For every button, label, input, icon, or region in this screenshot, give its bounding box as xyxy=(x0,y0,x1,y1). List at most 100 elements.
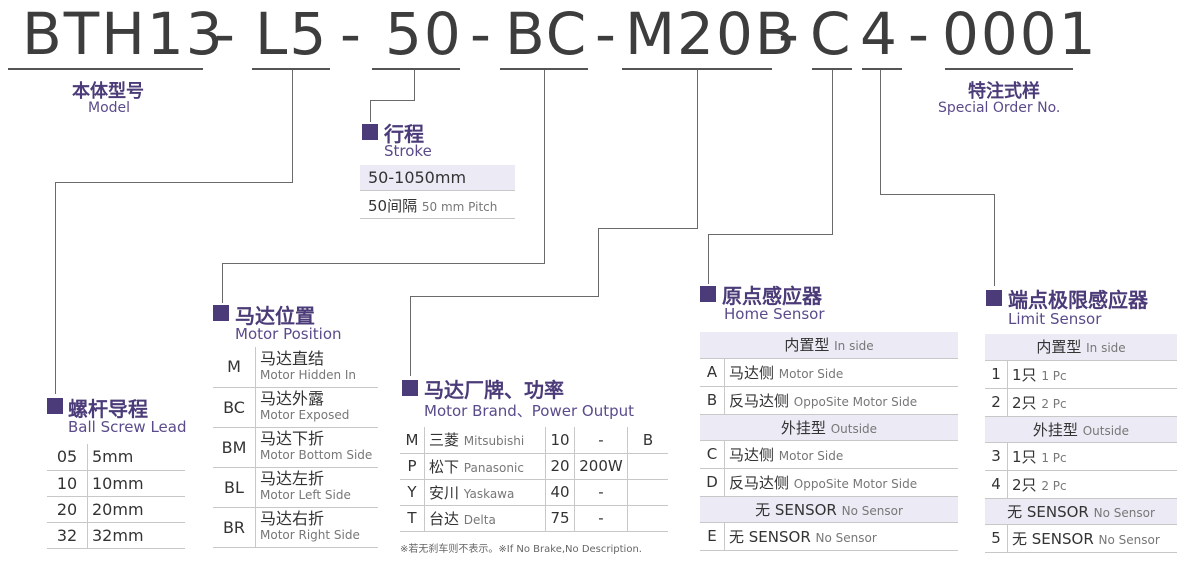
motor-position-title-cn: 马达位置 xyxy=(235,304,315,328)
connector-limit-sensor xyxy=(994,194,995,286)
code-dash: - xyxy=(214,0,237,68)
underline-motor-brand xyxy=(622,68,772,70)
connector-motor-brand xyxy=(598,228,698,229)
stroke-range: 50-1050mm xyxy=(360,165,515,191)
limit-sensor-title-en: Limit Sensor xyxy=(1008,310,1102,328)
home-sensor-title-cn: 原点感应器 xyxy=(722,284,822,308)
special-label-cn: 特注式样 xyxy=(968,81,1040,102)
table-row: A 马达侧 Motor Side xyxy=(700,358,958,387)
connector-limit-sensor xyxy=(880,70,881,194)
connector-motor-brand xyxy=(410,296,411,376)
table-row: D 反马达侧 OppoSite Motor Side xyxy=(700,468,958,497)
connector-lead xyxy=(55,182,293,183)
connector-motor-position xyxy=(544,70,545,263)
table-row: T 台达 Delta 75 - xyxy=(400,505,668,532)
code-special: 0001 xyxy=(942,0,1098,68)
table-row: M 三菱 Mitsubishi 10 - B xyxy=(400,427,668,454)
table-row: 内置型 In side xyxy=(700,332,958,359)
limit-sensor-table: 内置型 In side 1 1只 1 Pc 2 2只 2 Pc 外挂型 Outs… xyxy=(985,334,1177,553)
table-row: Y 安川 Yaskawa 40 - xyxy=(400,479,668,506)
lead-title-cn: 螺杆导程 xyxy=(68,397,148,421)
motor-position-marker-icon xyxy=(213,305,229,321)
connector-home-sensor xyxy=(832,70,833,234)
table-row: 5 无 SENSOR No Sensor xyxy=(985,524,1177,553)
motor-brand-title-cn: 马达厂牌、功率 xyxy=(424,378,564,402)
code-dash: - xyxy=(340,0,363,68)
home-sensor-table: 内置型 In side A 马达侧 Motor Side B 反马达侧 Oppo… xyxy=(700,332,958,551)
model-label-cn: 本体型号 xyxy=(72,81,144,102)
connector-limit-sensor xyxy=(880,194,994,195)
stroke-pitch: 50间隔 50 mm Pitch xyxy=(360,193,515,219)
underline-model xyxy=(8,68,203,70)
table-row: 无 SENSOR No Sensor xyxy=(700,496,958,523)
model-label-en: Model xyxy=(88,100,131,116)
underline-special xyxy=(945,68,1073,70)
lead-marker-icon xyxy=(47,398,63,414)
connector-home-sensor xyxy=(708,234,833,235)
table-row: C 马达侧 Motor Side xyxy=(700,440,958,469)
connector-stroke xyxy=(370,100,371,122)
stroke-pitch-cn: 50间隔 xyxy=(368,197,418,215)
table-row: 3 1只 1 Pc xyxy=(985,442,1177,471)
underline-home-sensor xyxy=(812,68,852,70)
underline-stroke xyxy=(372,68,460,70)
connector-motor-brand xyxy=(410,296,599,297)
motor-brand-marker-icon xyxy=(402,380,418,396)
underline-limit-sensor xyxy=(862,68,902,70)
connector-stroke xyxy=(414,70,415,100)
underline-lead xyxy=(252,68,330,70)
limit-sensor-marker-icon xyxy=(986,290,1002,306)
code-dash: - xyxy=(778,0,801,68)
code-motor-position: BC xyxy=(505,0,589,68)
stroke-pitch-en: 50 mm Pitch xyxy=(421,200,498,214)
stroke-marker-icon xyxy=(362,124,378,140)
connector-stroke xyxy=(370,100,415,101)
table-row: 外挂型 Outside xyxy=(700,414,958,441)
code-home-sensor: C xyxy=(810,0,853,68)
stroke-title-en: Stroke xyxy=(384,142,432,160)
table-row: 外挂型 Outside xyxy=(985,416,1177,443)
table-row: B 反马达侧 OppoSite Motor Side xyxy=(700,386,958,415)
code-dash: - xyxy=(595,0,618,68)
lead-title-en: Ball Screw Lead xyxy=(68,418,187,436)
table-row: 4 2只 2 Pc xyxy=(985,470,1177,499)
connector-motor-brand xyxy=(697,70,698,228)
code-dash: - xyxy=(470,0,493,68)
code-limit-sensor: 4 xyxy=(860,0,899,68)
connector-motor-position xyxy=(222,263,545,264)
home-sensor-title-en: Home Sensor xyxy=(724,305,825,323)
table-row: 内置型 In side xyxy=(985,334,1177,361)
motor-position-title-en: Motor Position xyxy=(235,325,342,343)
connector-motor-brand xyxy=(598,228,599,296)
table-row: P 松下 Panasonic 20 200W xyxy=(400,453,668,480)
special-label-en: Special Order No. xyxy=(938,100,1061,116)
table-row: 1 1只 1 Pc xyxy=(985,360,1177,389)
code-stroke: 50 xyxy=(385,0,463,68)
connector-home-sensor xyxy=(708,234,709,284)
table-row: E 无 SENSOR No Sensor xyxy=(700,522,958,551)
motor-brand-title-en: Motor Brand、Power Output xyxy=(424,402,635,420)
underline-motor-position xyxy=(500,68,588,70)
connector-motor-position xyxy=(222,263,223,303)
table-row: 无 SENSOR No Sensor xyxy=(985,498,1177,525)
code-dash: - xyxy=(908,0,931,68)
motor-brand-table: M 三菱 Mitsubishi 10 - B P 松下 Panasonic 20… xyxy=(400,427,668,532)
stroke-title-cn: 行程 xyxy=(384,122,424,146)
code-lead: L5 xyxy=(255,0,329,68)
limit-sensor-title-cn: 端点极限感应器 xyxy=(1008,288,1148,312)
brake-note: ※若无刹车则不表示。※If No Brake,No Description. xyxy=(400,544,642,555)
code-motor-brand: M20B xyxy=(625,0,797,68)
connector-lead xyxy=(292,70,293,182)
connector-lead xyxy=(55,182,56,394)
